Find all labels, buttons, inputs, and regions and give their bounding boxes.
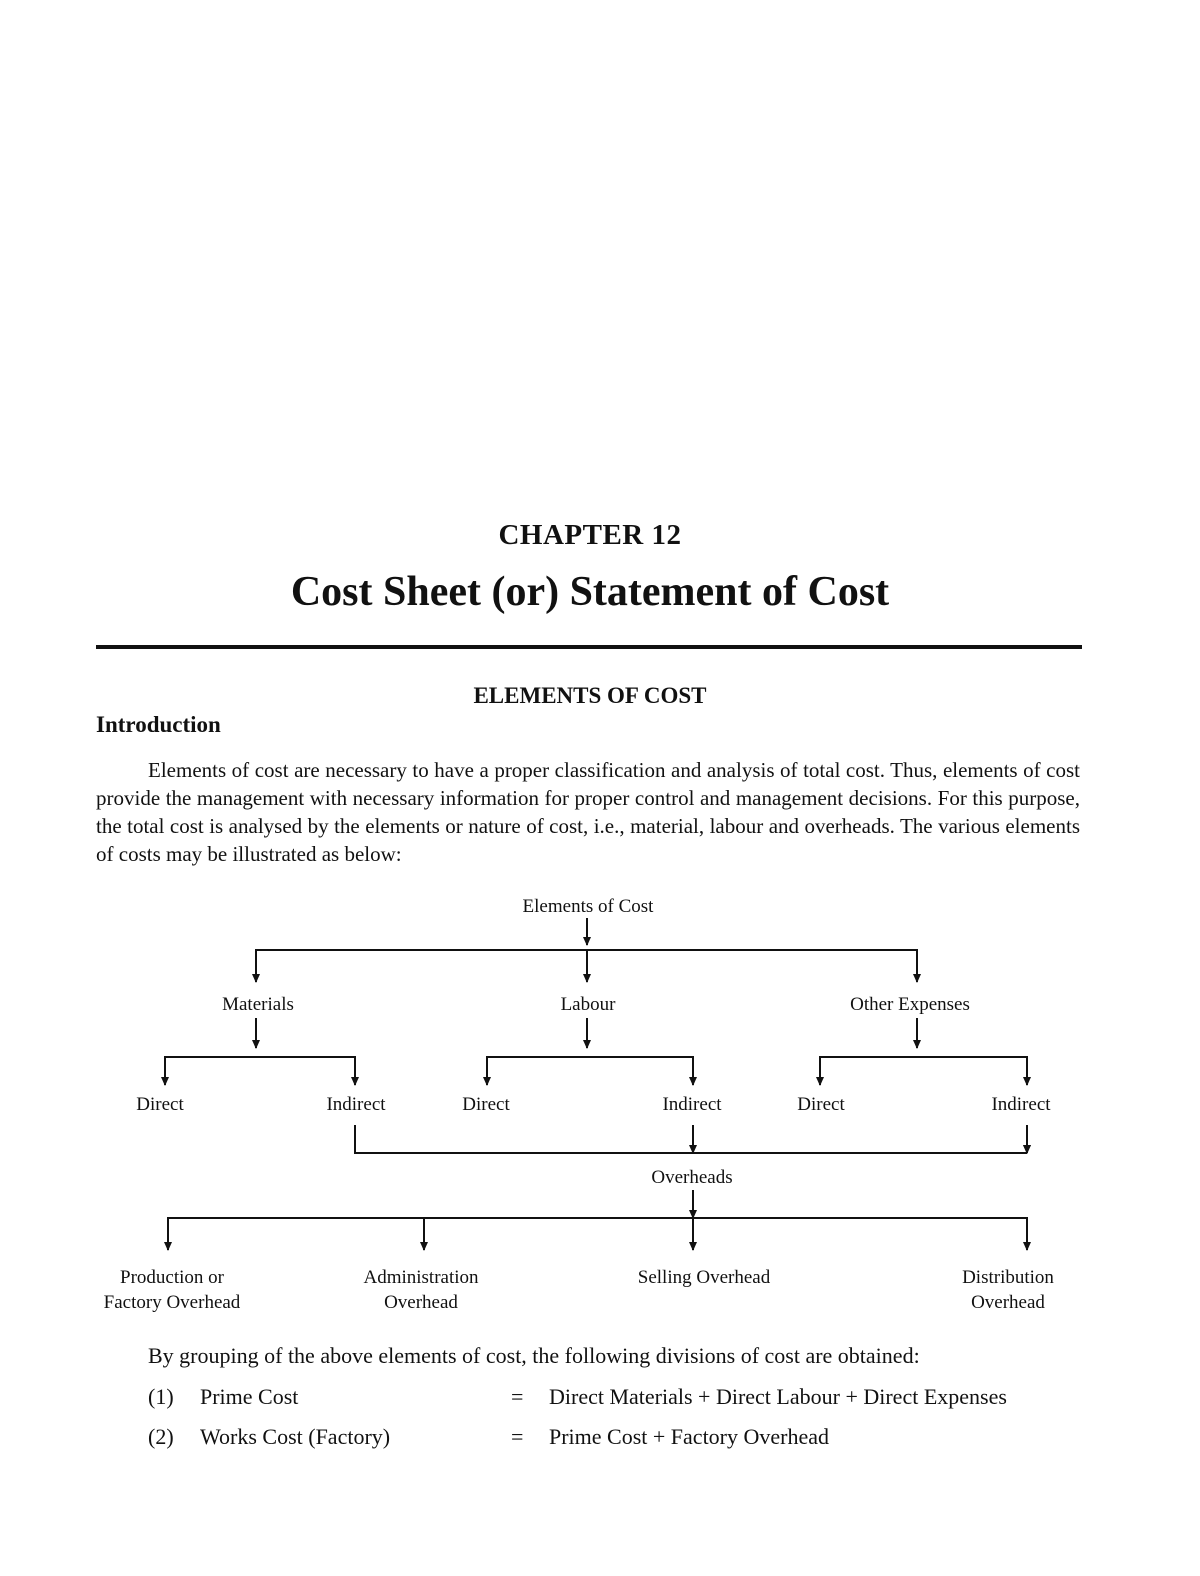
node-materials-direct: Direct xyxy=(136,1094,184,1115)
section-heading: ELEMENTS OF COST xyxy=(473,683,707,708)
node-labour-direct: Direct xyxy=(462,1094,510,1115)
introduction-paragraph: Elements of cost are necessary to have a… xyxy=(96,758,1080,866)
diagram-connectors xyxy=(161,918,1031,1251)
node-elements-of-cost: Elements of Cost xyxy=(523,896,655,917)
node-materials-indirect: Indirect xyxy=(326,1094,386,1115)
node-selling-overhead: Selling Overhead xyxy=(638,1267,771,1288)
grouping-intro: By grouping of the above elements of cos… xyxy=(148,1343,920,1368)
node-distribution-overhead-line1: Distribution xyxy=(962,1267,1054,1288)
node-labour-indirect: Indirect xyxy=(662,1094,722,1115)
title-rule xyxy=(96,645,1082,649)
node-administration-overhead-line2: Overhead xyxy=(384,1292,458,1313)
node-expenses-indirect: Indirect xyxy=(991,1094,1051,1115)
node-production-overhead-line2: Factory Overhead xyxy=(104,1292,241,1313)
node-other-expenses: Other Expenses xyxy=(850,994,970,1015)
chapter-label: CHAPTER 12 xyxy=(498,519,682,551)
node-administration-overhead-line1: Administration xyxy=(363,1267,479,1288)
grouping-item-2-term: Works Cost (Factory) xyxy=(200,1424,391,1449)
grouping-item-2-equals: = xyxy=(511,1424,524,1449)
node-labour: Labour xyxy=(561,994,617,1015)
grouping-item-2-number: (2) xyxy=(148,1424,174,1449)
introduction-heading: Introduction xyxy=(96,712,221,737)
grouping-item-1-term: Prime Cost xyxy=(200,1384,299,1409)
grouping-item-1-number: (1) xyxy=(148,1384,174,1409)
node-distribution-overhead-line2: Overhead xyxy=(971,1292,1045,1313)
grouping-item-1-formula: Direct Materials + Direct Labour + Direc… xyxy=(549,1384,1007,1409)
node-overheads: Overheads xyxy=(651,1167,732,1188)
node-materials: Materials xyxy=(222,994,294,1015)
grouping-item-2-formula: Prime Cost + Factory Overhead xyxy=(549,1424,830,1449)
node-expenses-direct: Direct xyxy=(797,1094,845,1115)
node-production-overhead-line1: Production or xyxy=(120,1267,225,1288)
chapter-title: Cost Sheet (or) Statement of Cost xyxy=(290,569,890,615)
grouping-item-1-equals: = xyxy=(511,1384,524,1409)
